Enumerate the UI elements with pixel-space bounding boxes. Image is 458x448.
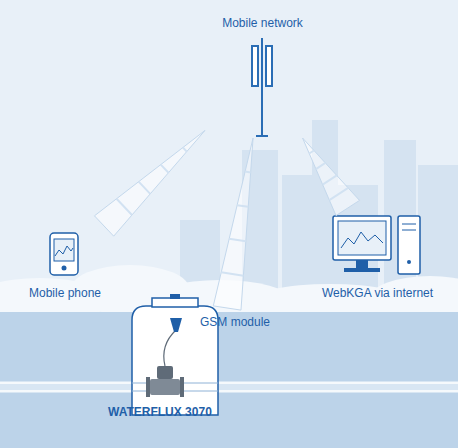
node-label: WebKGA via internet bbox=[322, 286, 433, 300]
radio-beam bbox=[213, 138, 253, 310]
radio-beam bbox=[94, 130, 205, 236]
node-label: GSM module bbox=[200, 315, 270, 329]
computer-node: WebKGA via internet bbox=[310, 208, 445, 300]
device-label: WATERFLUX 3070 bbox=[108, 405, 212, 419]
radio-beam bbox=[303, 138, 360, 216]
tower-node: Mobile network bbox=[205, 14, 320, 138]
node-label: Mobile network bbox=[222, 16, 303, 30]
phone-node: Mobile phone bbox=[18, 226, 112, 300]
gsm-node: GSM module bbox=[166, 308, 284, 336]
node-label: Mobile phone bbox=[29, 286, 101, 300]
